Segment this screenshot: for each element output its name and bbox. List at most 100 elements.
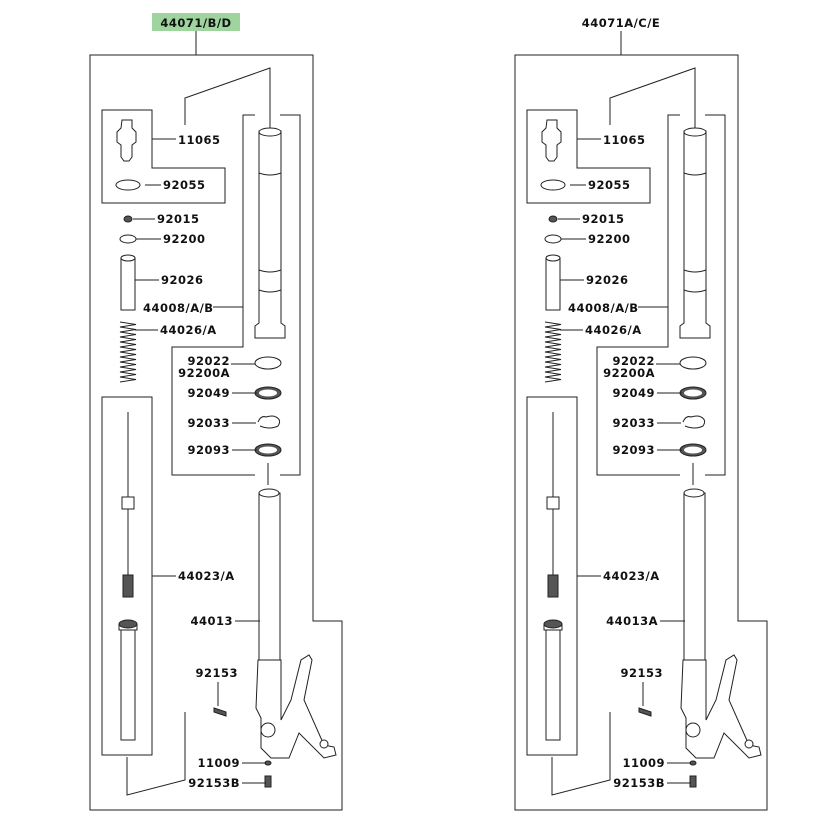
part-label-92033: 92033 xyxy=(187,416,230,430)
stopper-ring xyxy=(682,415,706,429)
seal-box xyxy=(596,114,726,476)
nut xyxy=(123,215,133,223)
rod-valve xyxy=(122,574,134,598)
fork-assembly-0: 44071/B/D 11065 92055 92015 92200 92026 44008/… xyxy=(89,13,343,811)
spacer-tube xyxy=(545,257,561,311)
assembly-part-number: 44071A/C/E xyxy=(582,16,661,30)
axle-bracket xyxy=(680,654,762,759)
leader-11065 xyxy=(609,67,696,128)
part-label-92055: 92055 xyxy=(588,178,631,192)
part-label-92093: 92093 xyxy=(187,443,230,457)
outer-tube-top xyxy=(683,127,707,137)
part-label-11009: 11009 xyxy=(622,756,665,770)
fork-spring xyxy=(119,321,137,383)
leader-bottom xyxy=(126,712,186,796)
rod-piston xyxy=(121,496,135,510)
o-ring xyxy=(115,179,141,191)
part-label-11065: 11065 xyxy=(178,133,221,147)
drain-bolt xyxy=(689,775,697,788)
spacer-top xyxy=(120,254,136,262)
part-label-92022: 92022 xyxy=(612,354,655,368)
cartridge-box xyxy=(526,396,578,756)
rod-piston xyxy=(546,496,560,510)
axle-hole xyxy=(260,722,276,738)
part-label-92153: 92153 xyxy=(620,666,663,680)
part-label-92026: 92026 xyxy=(161,273,204,287)
cartridge-collar xyxy=(118,624,138,631)
rod-valve xyxy=(547,574,559,598)
bushing xyxy=(679,356,707,370)
leader-bottom xyxy=(551,712,611,796)
inner-tube xyxy=(683,492,706,664)
caliper-mount-hole xyxy=(744,739,754,749)
cartridge-cylinder xyxy=(120,629,136,741)
part-label-92153B: 92153B xyxy=(613,776,665,790)
part-label-11009: 11009 xyxy=(197,756,240,770)
cartridge-box xyxy=(101,396,153,756)
top-cap-bolt xyxy=(541,119,562,162)
part-label-92153B: 92153B xyxy=(188,776,240,790)
fork-spring xyxy=(544,321,562,383)
dust-seal-inner xyxy=(684,446,702,454)
part-label-92015: 92015 xyxy=(582,212,625,226)
part-label-44008-A-B: 44008/A/B xyxy=(568,301,639,315)
part-label-92153: 92153 xyxy=(195,666,238,680)
oil-seal-inner xyxy=(259,389,277,397)
part-label-92200: 92200 xyxy=(588,232,631,246)
fork-assembly-1: 44071A/C/E110659205592015922009202644008… xyxy=(514,16,768,811)
part-label-92033: 92033 xyxy=(612,416,655,430)
inner-tube xyxy=(258,492,281,664)
assembly-frame xyxy=(514,54,768,811)
part-label-92055: 92055 xyxy=(163,178,206,192)
cartridge-collar xyxy=(543,624,563,631)
cap-box xyxy=(101,109,226,204)
pinch-bolt xyxy=(213,707,227,717)
outer-tube-bands xyxy=(683,172,707,293)
part-label-44026-A: 44026/A xyxy=(160,323,217,337)
caliper-mount-hole xyxy=(319,739,329,749)
inner-tube-top xyxy=(258,488,280,498)
part-label-92015: 92015 xyxy=(157,212,200,226)
o-ring xyxy=(540,179,566,191)
washer xyxy=(119,234,137,244)
outer-tube-top xyxy=(258,127,282,137)
cap-box xyxy=(526,109,651,204)
drain-bolt xyxy=(264,775,272,788)
part-label-44026-A: 44026/A xyxy=(585,323,642,337)
part-label-92200A: 92200A xyxy=(178,366,230,380)
outer-tube xyxy=(679,130,711,339)
seal-box xyxy=(171,114,301,476)
part-label-92093: 92093 xyxy=(612,443,655,457)
washer xyxy=(544,234,562,244)
part-label-44013: 44013 xyxy=(190,614,233,628)
outer-tube xyxy=(254,130,286,339)
spacer-top xyxy=(545,254,561,262)
part-label-44013A: 44013A xyxy=(606,614,658,628)
pinch-bolt xyxy=(638,707,652,717)
part-label-44023-A: 44023/A xyxy=(178,569,235,583)
part-label-92022: 92022 xyxy=(187,354,230,368)
title-highlight xyxy=(152,13,240,31)
assembly-frame xyxy=(89,54,343,811)
nut xyxy=(548,215,558,223)
part-label-92200: 92200 xyxy=(163,232,206,246)
part-label-92049: 92049 xyxy=(612,386,655,400)
part-label-92049: 92049 xyxy=(187,386,230,400)
bushing xyxy=(254,356,282,370)
outer-tube-bands xyxy=(258,172,282,293)
part-label-11065: 11065 xyxy=(603,133,646,147)
cartridge-top xyxy=(543,619,563,629)
spacer-tube xyxy=(120,257,136,311)
dust-seal-inner xyxy=(259,446,277,454)
oil-seal-inner xyxy=(684,389,702,397)
assembly-part-number: 44071/B/D xyxy=(160,16,231,30)
cartridge-top xyxy=(118,619,138,629)
inner-tube-top xyxy=(683,488,705,498)
axle-bracket xyxy=(255,654,337,759)
stopper-ring xyxy=(257,415,281,429)
cartridge-cylinder xyxy=(545,629,561,741)
leader-11065 xyxy=(184,67,271,128)
top-cap-bolt xyxy=(116,119,137,162)
part-label-44008-A-B: 44008/A/B xyxy=(143,301,214,315)
